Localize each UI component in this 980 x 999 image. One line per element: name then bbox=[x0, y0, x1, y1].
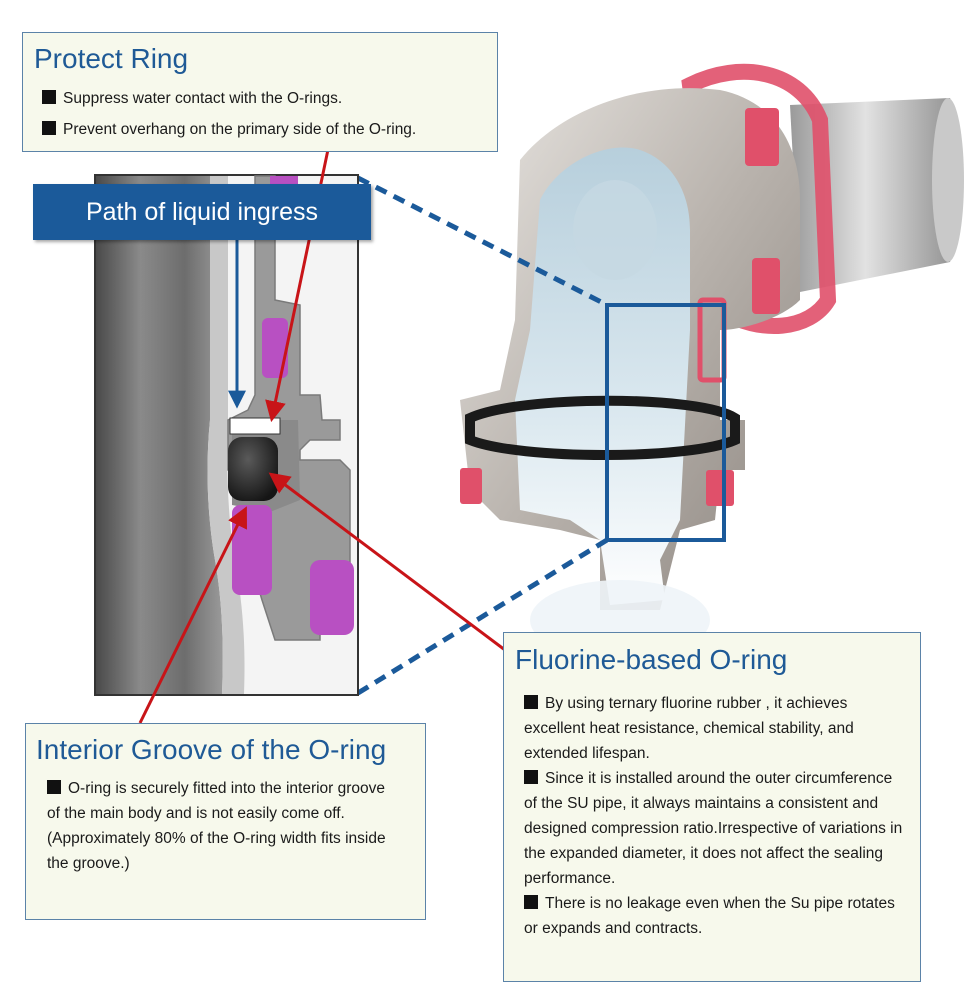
list-item: Suppress water contact with the O-rings. bbox=[34, 83, 497, 114]
purple-seal-right bbox=[310, 560, 354, 635]
su-pipe-end bbox=[932, 98, 964, 262]
protect-ring-callout: Protect Ring Suppress water contact with… bbox=[22, 32, 498, 152]
protect-ring-list: Suppress water contact with the O-rings.… bbox=[34, 83, 497, 145]
pipe-bore-opening bbox=[573, 180, 657, 280]
pointer-interior-groove bbox=[138, 506, 247, 724]
pink-clip-left bbox=[460, 468, 482, 504]
path-of-liquid-ingress-label: Path of liquid ingress bbox=[33, 184, 371, 240]
list-item: Prevent overhang on the primary side of … bbox=[34, 114, 497, 145]
interior-groove-note: (Approximately 80% of the O-ring width f… bbox=[47, 830, 386, 872]
protect-ring-title: Protect Ring bbox=[34, 43, 189, 74]
interior-groove-callout: Interior Groove of the O-ring O-ring is … bbox=[25, 723, 426, 920]
pink-clip-mid bbox=[752, 258, 780, 314]
pipe-wall-inner bbox=[96, 176, 223, 694]
cross-section-diagram bbox=[94, 174, 359, 696]
bullet-square-icon bbox=[524, 770, 538, 784]
list-item: Since it is installed around the outer c… bbox=[524, 770, 903, 887]
bullet-square-icon bbox=[42, 121, 56, 135]
fluorine-oring-list: By using ternary fluorine rubber , it ac… bbox=[515, 691, 920, 941]
interior-groove-body: O-ring is securely fitted into the inter… bbox=[36, 776, 425, 876]
bullet-square-icon bbox=[524, 695, 538, 709]
purple-seal-upper bbox=[262, 318, 288, 378]
connector-top bbox=[356, 175, 609, 308]
interior-groove-title: Interior Groove of the O-ring bbox=[36, 734, 387, 765]
purple-seal-lower bbox=[232, 505, 272, 595]
pointer-fluorine-oring bbox=[268, 472, 506, 652]
pink-clip-right bbox=[706, 470, 734, 506]
fitting-cutaway-group bbox=[460, 63, 964, 660]
oring-section bbox=[228, 437, 278, 501]
black-oring-band bbox=[465, 395, 740, 460]
list-item: There is no leakage even when the Su pip… bbox=[524, 895, 895, 937]
bullet-square-icon bbox=[42, 90, 56, 104]
highlight-box bbox=[605, 303, 726, 542]
connector-bottom bbox=[356, 537, 609, 696]
bullet-square-icon bbox=[524, 895, 538, 909]
bullet-square-icon bbox=[47, 780, 61, 794]
fluorine-oring-title: Fluorine-based O-ring bbox=[515, 644, 788, 675]
pink-clip-top bbox=[745, 108, 779, 166]
interior-groove-text: O-ring is securely fitted into the inter… bbox=[47, 780, 386, 822]
list-item: By using ternary fluorine rubber , it ac… bbox=[524, 695, 854, 762]
protect-ring bbox=[229, 417, 281, 435]
fluorine-oring-callout: Fluorine-based O-ring By using ternary f… bbox=[503, 632, 921, 982]
